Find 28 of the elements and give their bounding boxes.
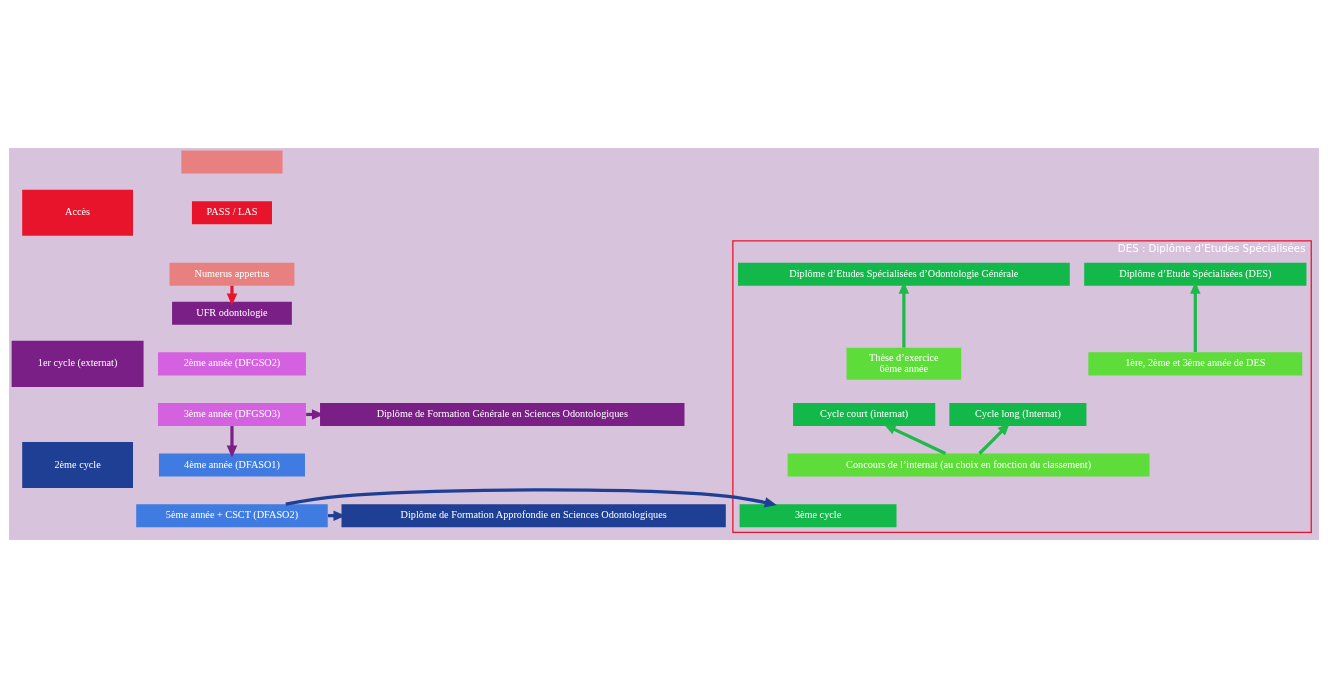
arrow — [978, 423, 1010, 455]
node-box: Diplôme de Formation Générale en Sciences Odontologiques — [320, 402, 685, 426]
node-box: Diplôme d’Etudes Spécialisées d’Odontologie Générale — [738, 262, 1070, 286]
node-box — [181, 150, 283, 174]
arrow — [883, 424, 947, 455]
node-box: Numerus appertus — [169, 262, 295, 286]
node-box: PASS / LAS — [191, 201, 272, 225]
node-box: 1ère, 2ème et 3ème année de DES — [1088, 352, 1303, 376]
node-box: 3ème cycle — [739, 504, 897, 528]
node-box: 5ème année + CSCT (DFASO2) — [136, 504, 328, 528]
arrow — [285, 488, 777, 508]
node-box: Cycle long (Internat) — [949, 402, 1087, 426]
node-box: 2ème année (DFGSO2) — [158, 352, 306, 376]
node-box: 1er cycle (externat) — [11, 340, 144, 387]
arrow — [226, 426, 238, 458]
arrow — [898, 281, 910, 348]
node-box: Cycle court (internat) — [793, 402, 936, 426]
arrow — [1190, 281, 1201, 353]
node-box: Accès — [22, 189, 133, 236]
node-box: 3ème année (DFGSO3) — [158, 402, 306, 426]
node-box: Diplôme de Formation Approfondie en Sciences Odontologiques — [341, 504, 726, 528]
arrow — [226, 285, 238, 306]
node-box: 2ème cycle — [22, 442, 133, 489]
node-box: Thèse d’exercice 6ème année — [846, 347, 962, 380]
node-box: Concours de l’internat (au choix en fonction du classement) — [787, 453, 1150, 477]
node-box: UFR odontologie — [172, 301, 292, 325]
node-box: Diplôme d’Etude Spécialisées (DES) — [1084, 262, 1307, 286]
node-box: 4ème année (DFASO1) — [158, 453, 305, 477]
